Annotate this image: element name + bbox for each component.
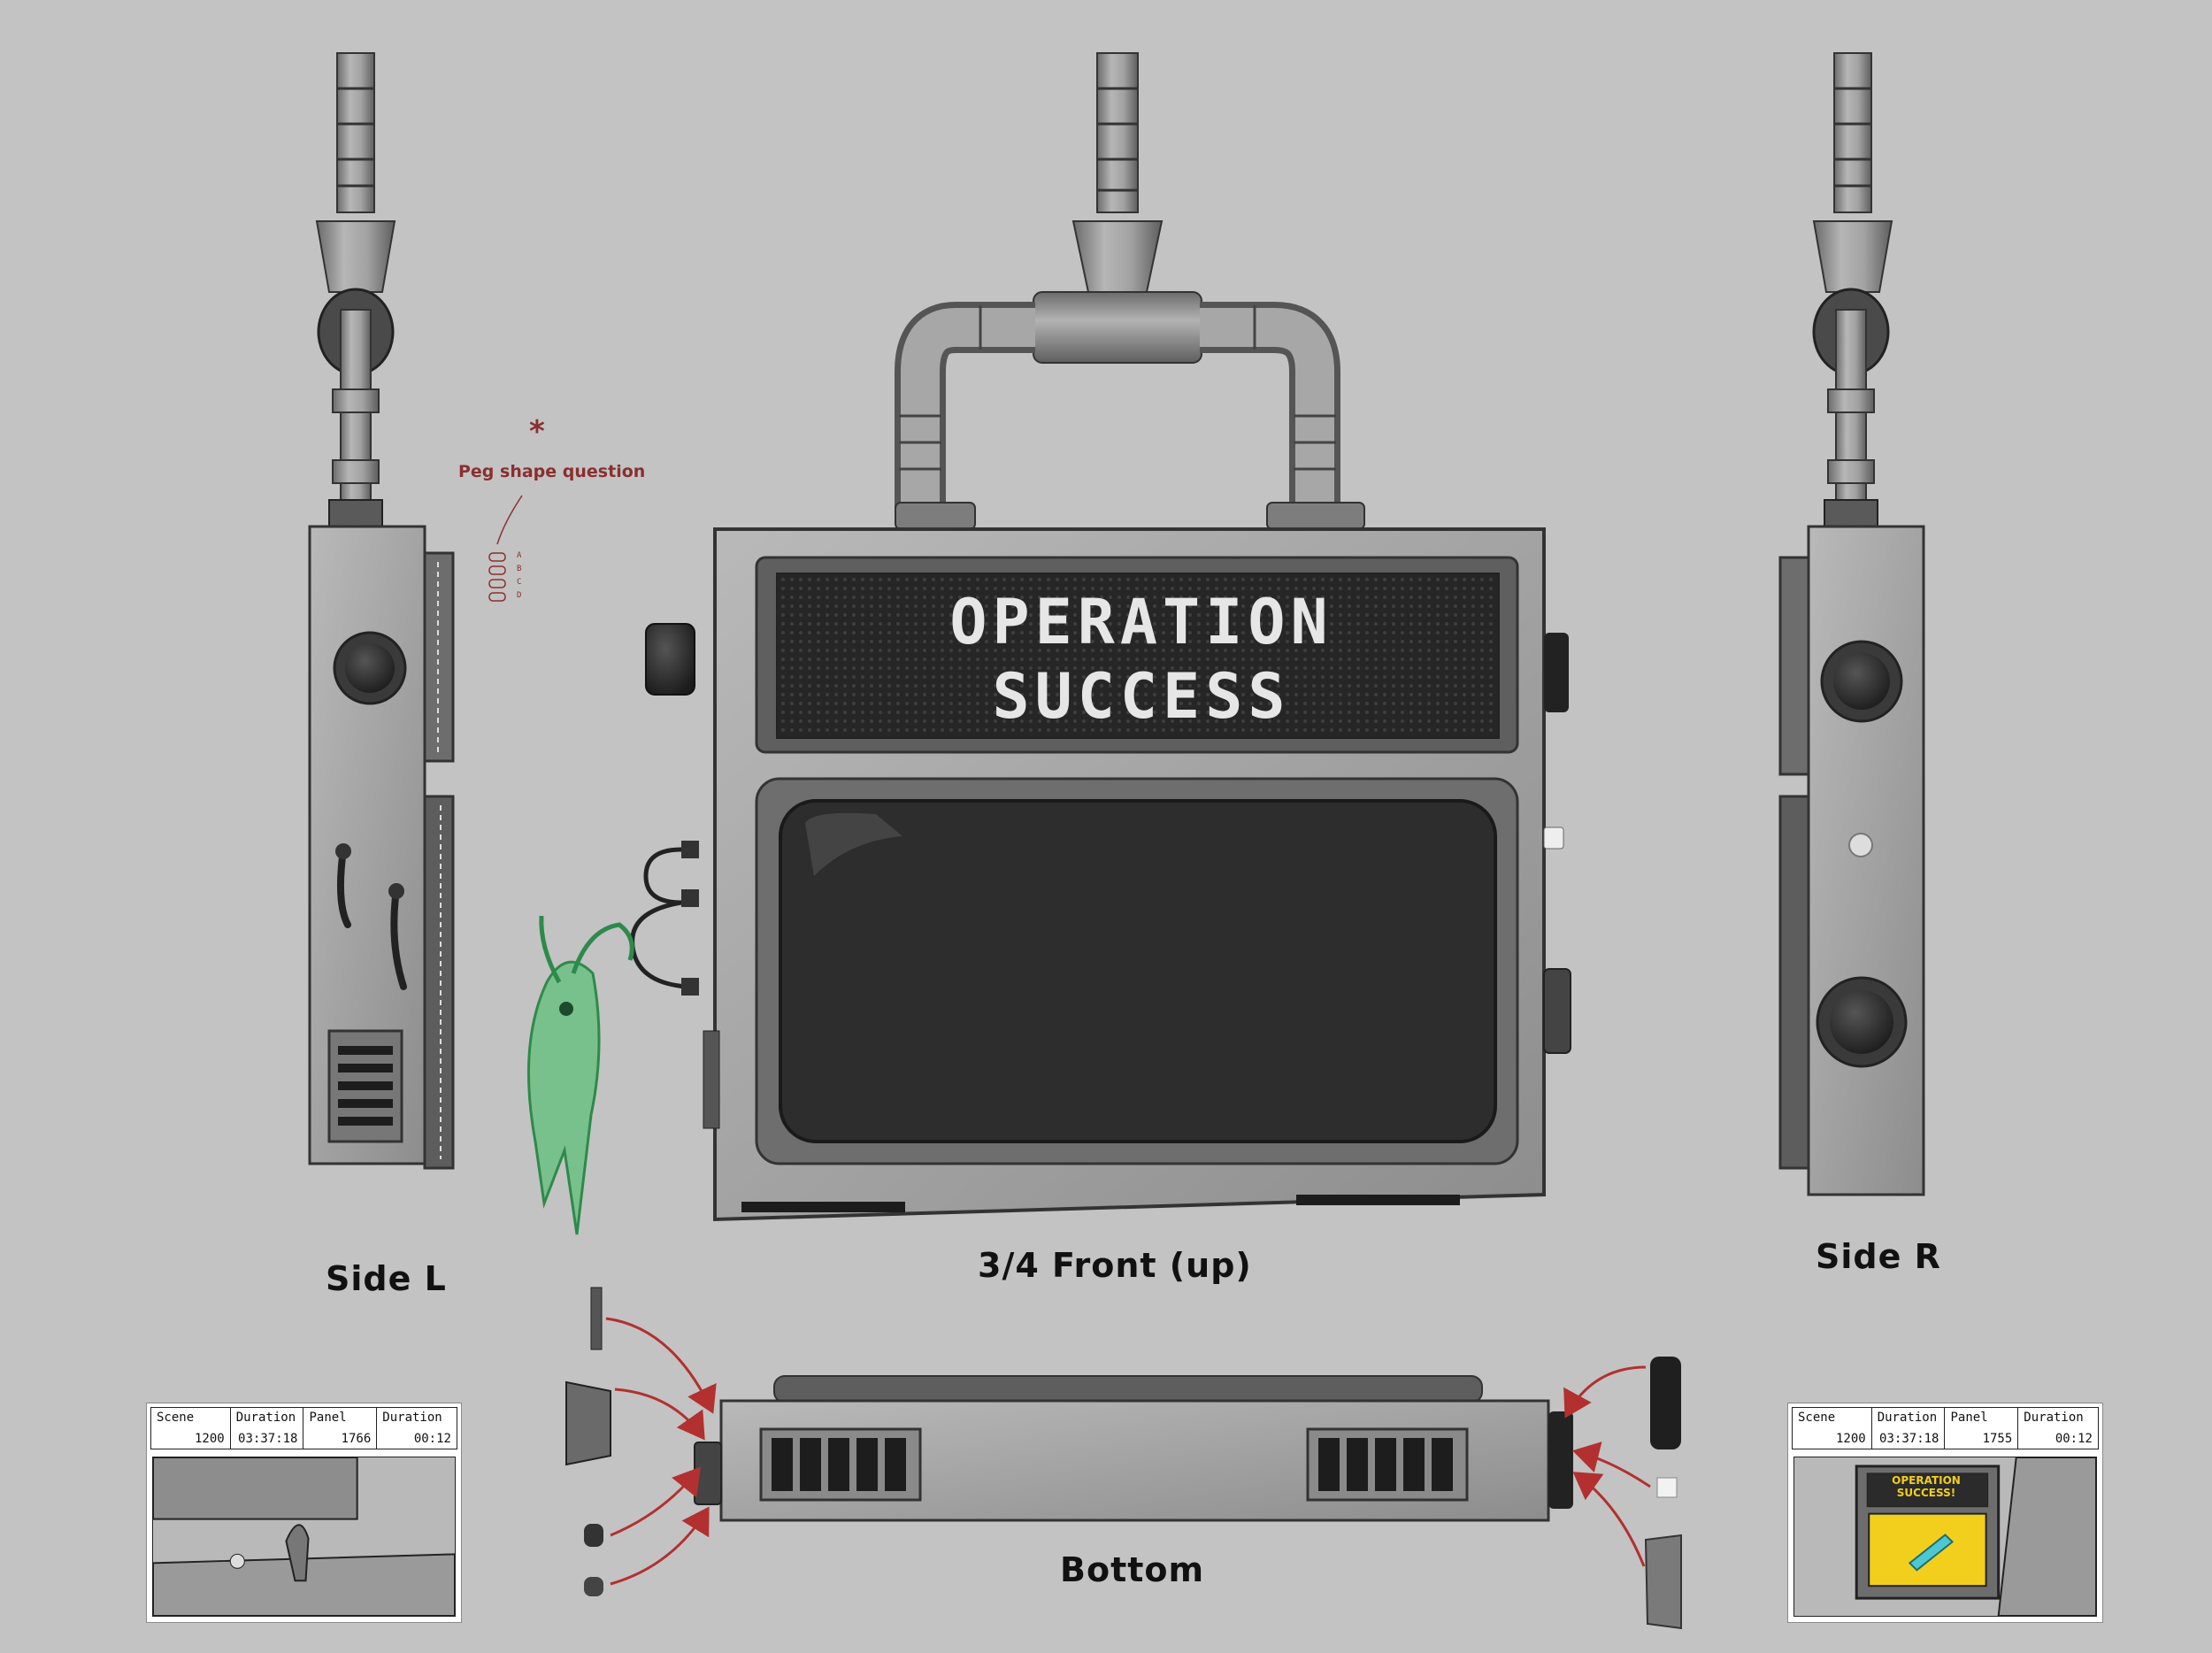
storyboard-sign-text: OPERATION SUCCESS! <box>1892 1474 1961 1499</box>
label-front: 3/4 Front (up) <box>978 1246 1252 1285</box>
note-option-a: A <box>517 551 522 560</box>
storyboard-image <box>1793 1457 2097 1617</box>
note-option-c: C <box>517 578 522 587</box>
peg-shape-sketch <box>488 495 523 602</box>
label-side-left: Side L <box>326 1259 447 1298</box>
screen-text-line2: SUCCESS <box>992 660 1291 733</box>
side-right-view <box>1778 52 1925 1196</box>
note-title: Peg shape question <box>458 462 646 481</box>
note-asterisk: * <box>529 414 545 450</box>
bottom-view <box>565 1287 1682 1630</box>
storyboard-image <box>152 1457 456 1617</box>
assembly-arrows <box>605 1317 1651 1586</box>
label-side-right: Side R <box>1816 1237 1941 1276</box>
screen-text-line1: OPERATION <box>949 586 1333 658</box>
note-option-b: B <box>517 565 522 573</box>
plankton-character <box>526 915 634 1235</box>
note-option-d: D <box>517 591 522 600</box>
front-view <box>630 52 1571 1222</box>
label-bottom: Bottom <box>1060 1550 1205 1589</box>
side-left-view <box>308 52 455 1170</box>
